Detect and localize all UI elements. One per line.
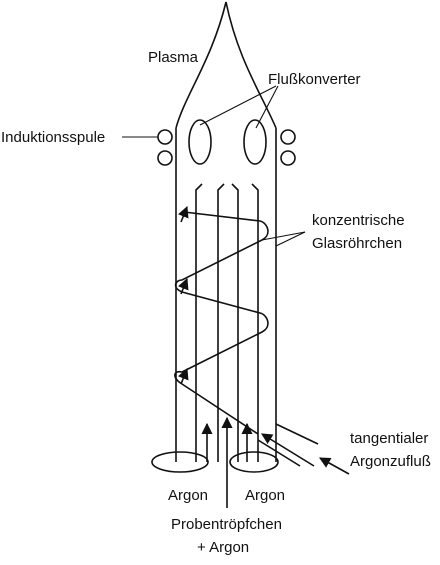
label-concentric-tubes-line2: Glasröhrchen bbox=[312, 235, 402, 252]
tangential-inflow-arrow bbox=[261, 433, 315, 467]
inner-tube-right-wall bbox=[231, 183, 239, 462]
bottom-opening-left bbox=[151, 451, 209, 473]
label-concentric-tubes-line1: konzentrische bbox=[312, 212, 405, 229]
induction-coil-left-upper bbox=[157, 129, 173, 145]
label-induction-coil: Induktionsspule bbox=[1, 129, 105, 146]
flow-converter-right bbox=[243, 119, 267, 165]
induction-coil-right-upper bbox=[280, 129, 296, 145]
concentric-tubes-leader-1 bbox=[261, 231, 306, 241]
label-plasma: Plasma bbox=[148, 49, 199, 66]
label-tangential-line2: Argonzufluß bbox=[350, 453, 431, 470]
induction-coil-left-lower bbox=[157, 150, 173, 166]
spiral-arrow-upper bbox=[178, 205, 189, 223]
tangential-inlet-upper-wall bbox=[275, 423, 319, 445]
bottom-opening-right bbox=[229, 451, 279, 473]
spiral-arrow-middle bbox=[178, 277, 189, 295]
spiral-arrow-lower bbox=[178, 367, 189, 385]
flow-converter-leader-left bbox=[199, 85, 277, 126]
label-argon-left: Argon bbox=[168, 487, 208, 504]
induction-coil-right-lower bbox=[280, 150, 296, 166]
spiral-gas-flow bbox=[174, 211, 269, 435]
label-sample-line1: Probentröpfchen bbox=[171, 516, 282, 533]
plasma-flame bbox=[175, 1, 277, 129]
tangential-argon-pointer-arrow bbox=[319, 457, 350, 475]
concentric-tubes-leader-2 bbox=[275, 231, 306, 247]
inner-tube-left-wall bbox=[217, 183, 225, 462]
tangential-inlet-lower-wall bbox=[257, 439, 301, 467]
label-tangential-line1: tangentialer bbox=[350, 430, 428, 447]
flow-converter-left bbox=[188, 119, 212, 165]
middle-tube-left-wall bbox=[195, 183, 203, 462]
middle-tube-right-wall bbox=[251, 183, 259, 462]
flow-converter-leader-right bbox=[255, 85, 279, 129]
label-flow-converter: Flußkonverter bbox=[268, 71, 361, 88]
label-argon-right: Argon bbox=[245, 487, 285, 504]
label-sample-line2: + Argon bbox=[197, 539, 249, 556]
